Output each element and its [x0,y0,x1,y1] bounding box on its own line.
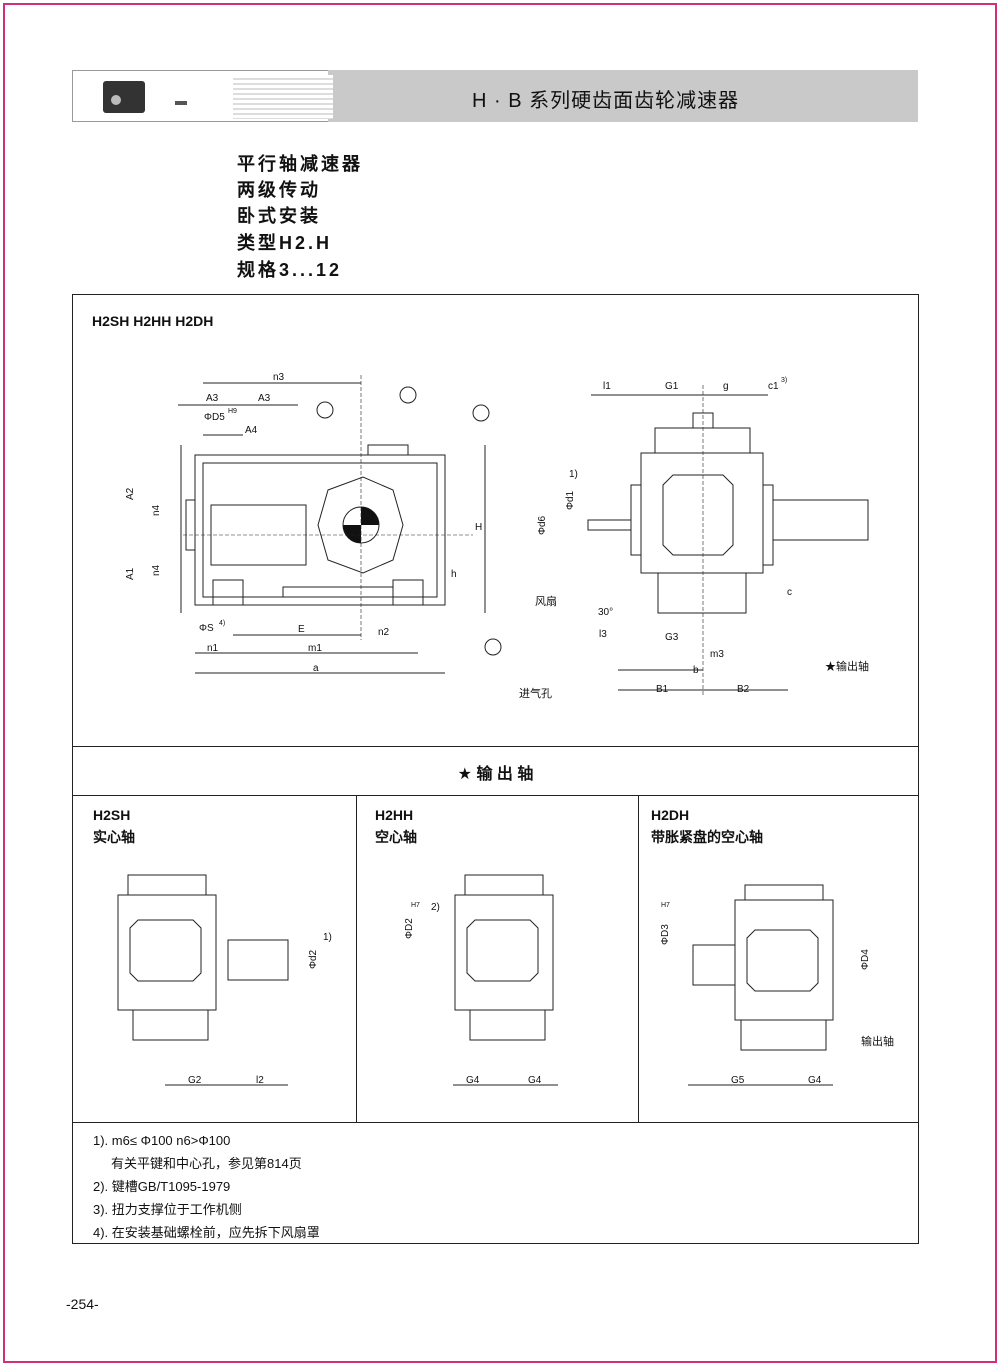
dim-label: 30° [598,607,613,618]
variant-code: H2SH [93,807,131,823]
page-border [3,3,997,1363]
dim-label: c1 [768,381,779,392]
dim-label: G4 [808,1075,822,1086]
dim-label: l2 [256,1075,264,1086]
dim-label: E [298,624,305,635]
variant-name: 空心轴 [375,829,417,845]
h2sh-drawing [117,874,289,1086]
dim-label: G5 [731,1075,745,1086]
dim-label: n4 [151,564,162,576]
dim-label: h [451,569,457,580]
dim-label: 2) [431,902,440,913]
gearbox-photo [103,81,187,113]
dim-label: ΦD2 [404,918,415,939]
fan-label: 风扇 [535,594,557,608]
inlet-label: 进气孔 [519,686,552,700]
dim-label: n3 [273,372,285,383]
dim-label: A4 [245,425,258,436]
main-drawings: n3 A3 ΦD5 H9 A3 A4 A2 n4 n4 A1 H h ΦS 4)… [125,372,869,700]
dim-label: Φd2 [308,949,319,969]
dim-label: A3 [258,393,271,404]
dim-label: n1 [207,643,219,654]
dim-label: ΦD5 [204,412,225,423]
dim-label: a [313,663,319,674]
footnote: 3). 扭力支撑位于工作机侧 [93,1202,242,1217]
dim-label: B2 [737,684,750,695]
dim-label: ΦD4 [860,949,871,970]
output-shaft-label: ★输出轴 [825,659,869,673]
dim-label: 1) [323,932,332,943]
drawing-frame: H2SH H2HH H2DH n3 A3 ΦD5 H9 A3 A4 A2 n4 … [72,294,919,1244]
footnote: 1). m6≤ Φ100 n6>Φ100 [93,1133,231,1148]
subtitle-line: 类型H2.H [237,233,333,253]
variant-code: H2HH [375,807,414,823]
header-title: H · B 系列硬齿面齿轮减速器 [472,90,740,112]
variant-code: H2DH [651,807,690,823]
subtitle-line: 平行轴减速器 [237,154,363,174]
dim-label: 1) [569,469,578,480]
dim-label: A3 [206,393,219,404]
dim-label: G4 [528,1075,542,1086]
dim-label: G1 [665,381,679,392]
dim-label: H7 [661,902,670,909]
side-view-drawing [587,385,869,695]
dim-label: 4) [219,620,225,627]
subtitle-line: 两级传动 [237,180,321,200]
dim-label: A1 [125,567,136,580]
dim-label: g [723,381,729,392]
dim-label: l3 [599,629,607,640]
footnote: 2). 键槽GB/T1095-1979 [93,1179,231,1194]
dim-label: Φd1 [565,490,576,510]
dim-label: m3 [710,649,724,660]
dim-label: n2 [378,627,390,638]
h2hh-drawing [453,874,558,1086]
footnote: 4). 在安装基础螺栓前，应先拆下风扇罩 [93,1225,320,1240]
dim-label: 3) [781,377,787,384]
dim-label: H7 [411,902,420,909]
dim-label: ΦD3 [660,924,671,945]
output-section-title: ★ 输 出 轴 [457,766,534,783]
drawing-heading: H2SH H2HH H2DH [92,313,214,329]
dim-label: G4 [466,1075,480,1086]
dim-label: G3 [665,632,679,643]
page-number: -254- [66,1296,99,1312]
divider [73,1122,918,1123]
footnote: 有关平键和中心孔，参见第814页 [111,1156,302,1171]
subtitle-line: 规格3...12 [237,260,343,280]
variant-name: 实心轴 [93,829,135,845]
dim-label: l1 [603,381,611,392]
column-divider [638,795,639,1122]
subtitle-line: 卧式安装 [237,206,321,226]
column-divider [356,795,357,1122]
header-image-panel [72,70,333,122]
footnotes: 1). m6≤ Φ100 n6>Φ100 有关平键和中心孔，参见第814页 2)… [93,1129,320,1244]
variant-name: 带胀紧盘的空心轴 [651,829,763,845]
dim-label: Φd6 [537,515,548,535]
dim-label: G2 [188,1075,202,1086]
dim-label: m1 [308,643,322,654]
dim-label: A2 [125,487,136,500]
dim-label: H9 [228,408,237,415]
page-header: H · B 系列硬齿面齿轮减速器 [72,70,918,122]
front-view-drawing [178,375,502,674]
output-shaft-label: 输出轴 [861,1034,894,1048]
divider [73,746,918,747]
dim-label: ΦS [199,623,214,634]
h2dh-drawing [688,884,834,1086]
dim-label: b [693,665,699,676]
dim-label: H [475,522,482,533]
decorative-stripes [233,75,333,119]
variant-drawings: 1) Φd2 G2 l2 ΦD2 H7 2) G4 G4 ΦD3 H7 ΦD4 … [117,874,894,1086]
divider [73,795,918,796]
dim-label: c [787,587,792,598]
dim-label: B1 [656,684,669,695]
dim-label: n4 [151,504,162,516]
